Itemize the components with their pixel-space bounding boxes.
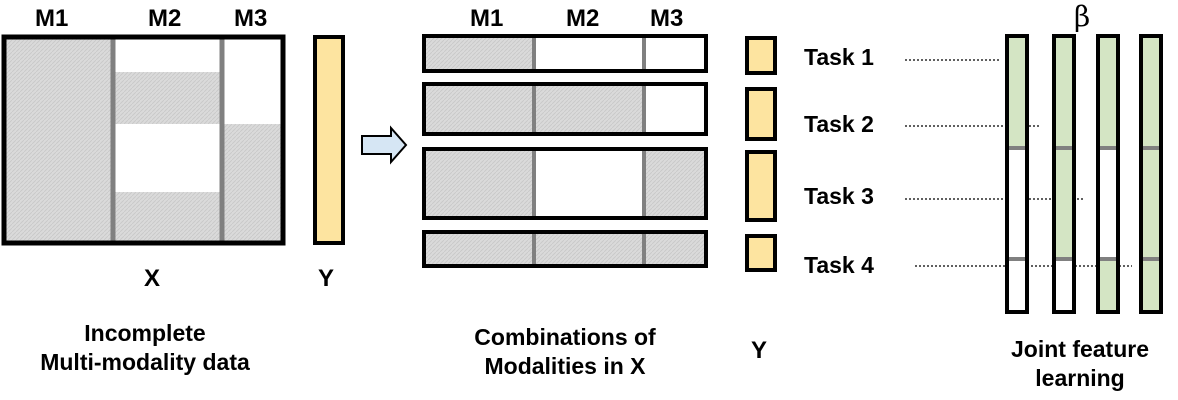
modality-header-m1: M1 [35, 5, 69, 32]
combo-header-m2: M2 [566, 5, 600, 32]
matrix-x-label: X [144, 265, 161, 292]
right-arrow-icon [361, 125, 408, 165]
middle-caption-line-1: Combinations of [474, 324, 656, 350]
left-caption: Incomplete Multi-modality data [0, 319, 290, 377]
data-matrix-x [1, 34, 286, 246]
combination-row-2 [422, 82, 708, 136]
label-vector-y [313, 35, 345, 245]
label-vector-y-1 [745, 36, 777, 75]
beta-column-3 [1096, 34, 1120, 314]
task-4-label: Task 4 [804, 252, 874, 278]
beta-column-4 [1139, 34, 1163, 314]
modality-header-m2: M2 [148, 5, 182, 32]
combo-header-m1: M1 [470, 5, 504, 32]
beta-column-1 [1005, 34, 1029, 314]
combination-row-4 [422, 230, 708, 268]
right-caption-line-1: Joint feature [1010, 336, 1150, 362]
left-caption-line-1: Incomplete [84, 320, 206, 346]
left-caption-line-2: Multi-modality data [40, 349, 250, 375]
label-vector-y-4 [745, 234, 777, 272]
label-vector-y-2 [745, 87, 777, 141]
task-2-label: Task 2 [804, 111, 874, 137]
beta-column-2 [1052, 34, 1076, 314]
vector-y-label: Y [318, 265, 335, 292]
beta-symbol-label: β [1074, 0, 1091, 33]
middle-caption-line-2: Modalities in X [484, 353, 646, 379]
right-caption: Joint feature learning [975, 335, 1178, 393]
combo-header-m3: M3 [650, 5, 684, 32]
task-3-label: Task 3 [804, 183, 874, 209]
label-vector-y-3 [745, 150, 777, 222]
modality-header-m3: M3 [234, 5, 268, 32]
combination-row-1 [422, 34, 708, 73]
task-1-label: Task 1 [804, 44, 874, 70]
middle-caption: Combinations of Modalities in X [420, 323, 710, 381]
middle-y-label: Y [751, 337, 768, 364]
combination-row-3 [422, 147, 708, 220]
right-caption-line-2: learning [1035, 365, 1125, 391]
